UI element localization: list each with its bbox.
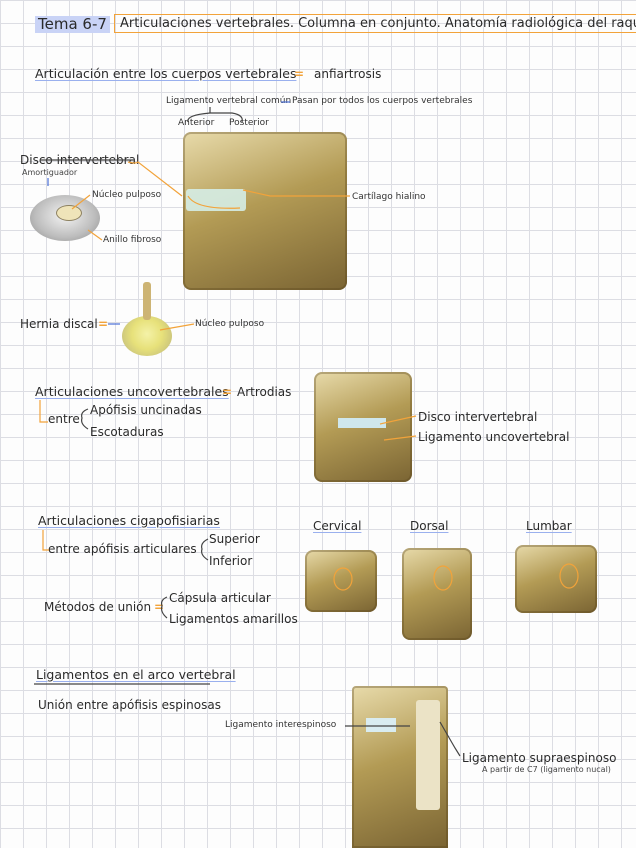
annotation-lines [0, 0, 636, 848]
